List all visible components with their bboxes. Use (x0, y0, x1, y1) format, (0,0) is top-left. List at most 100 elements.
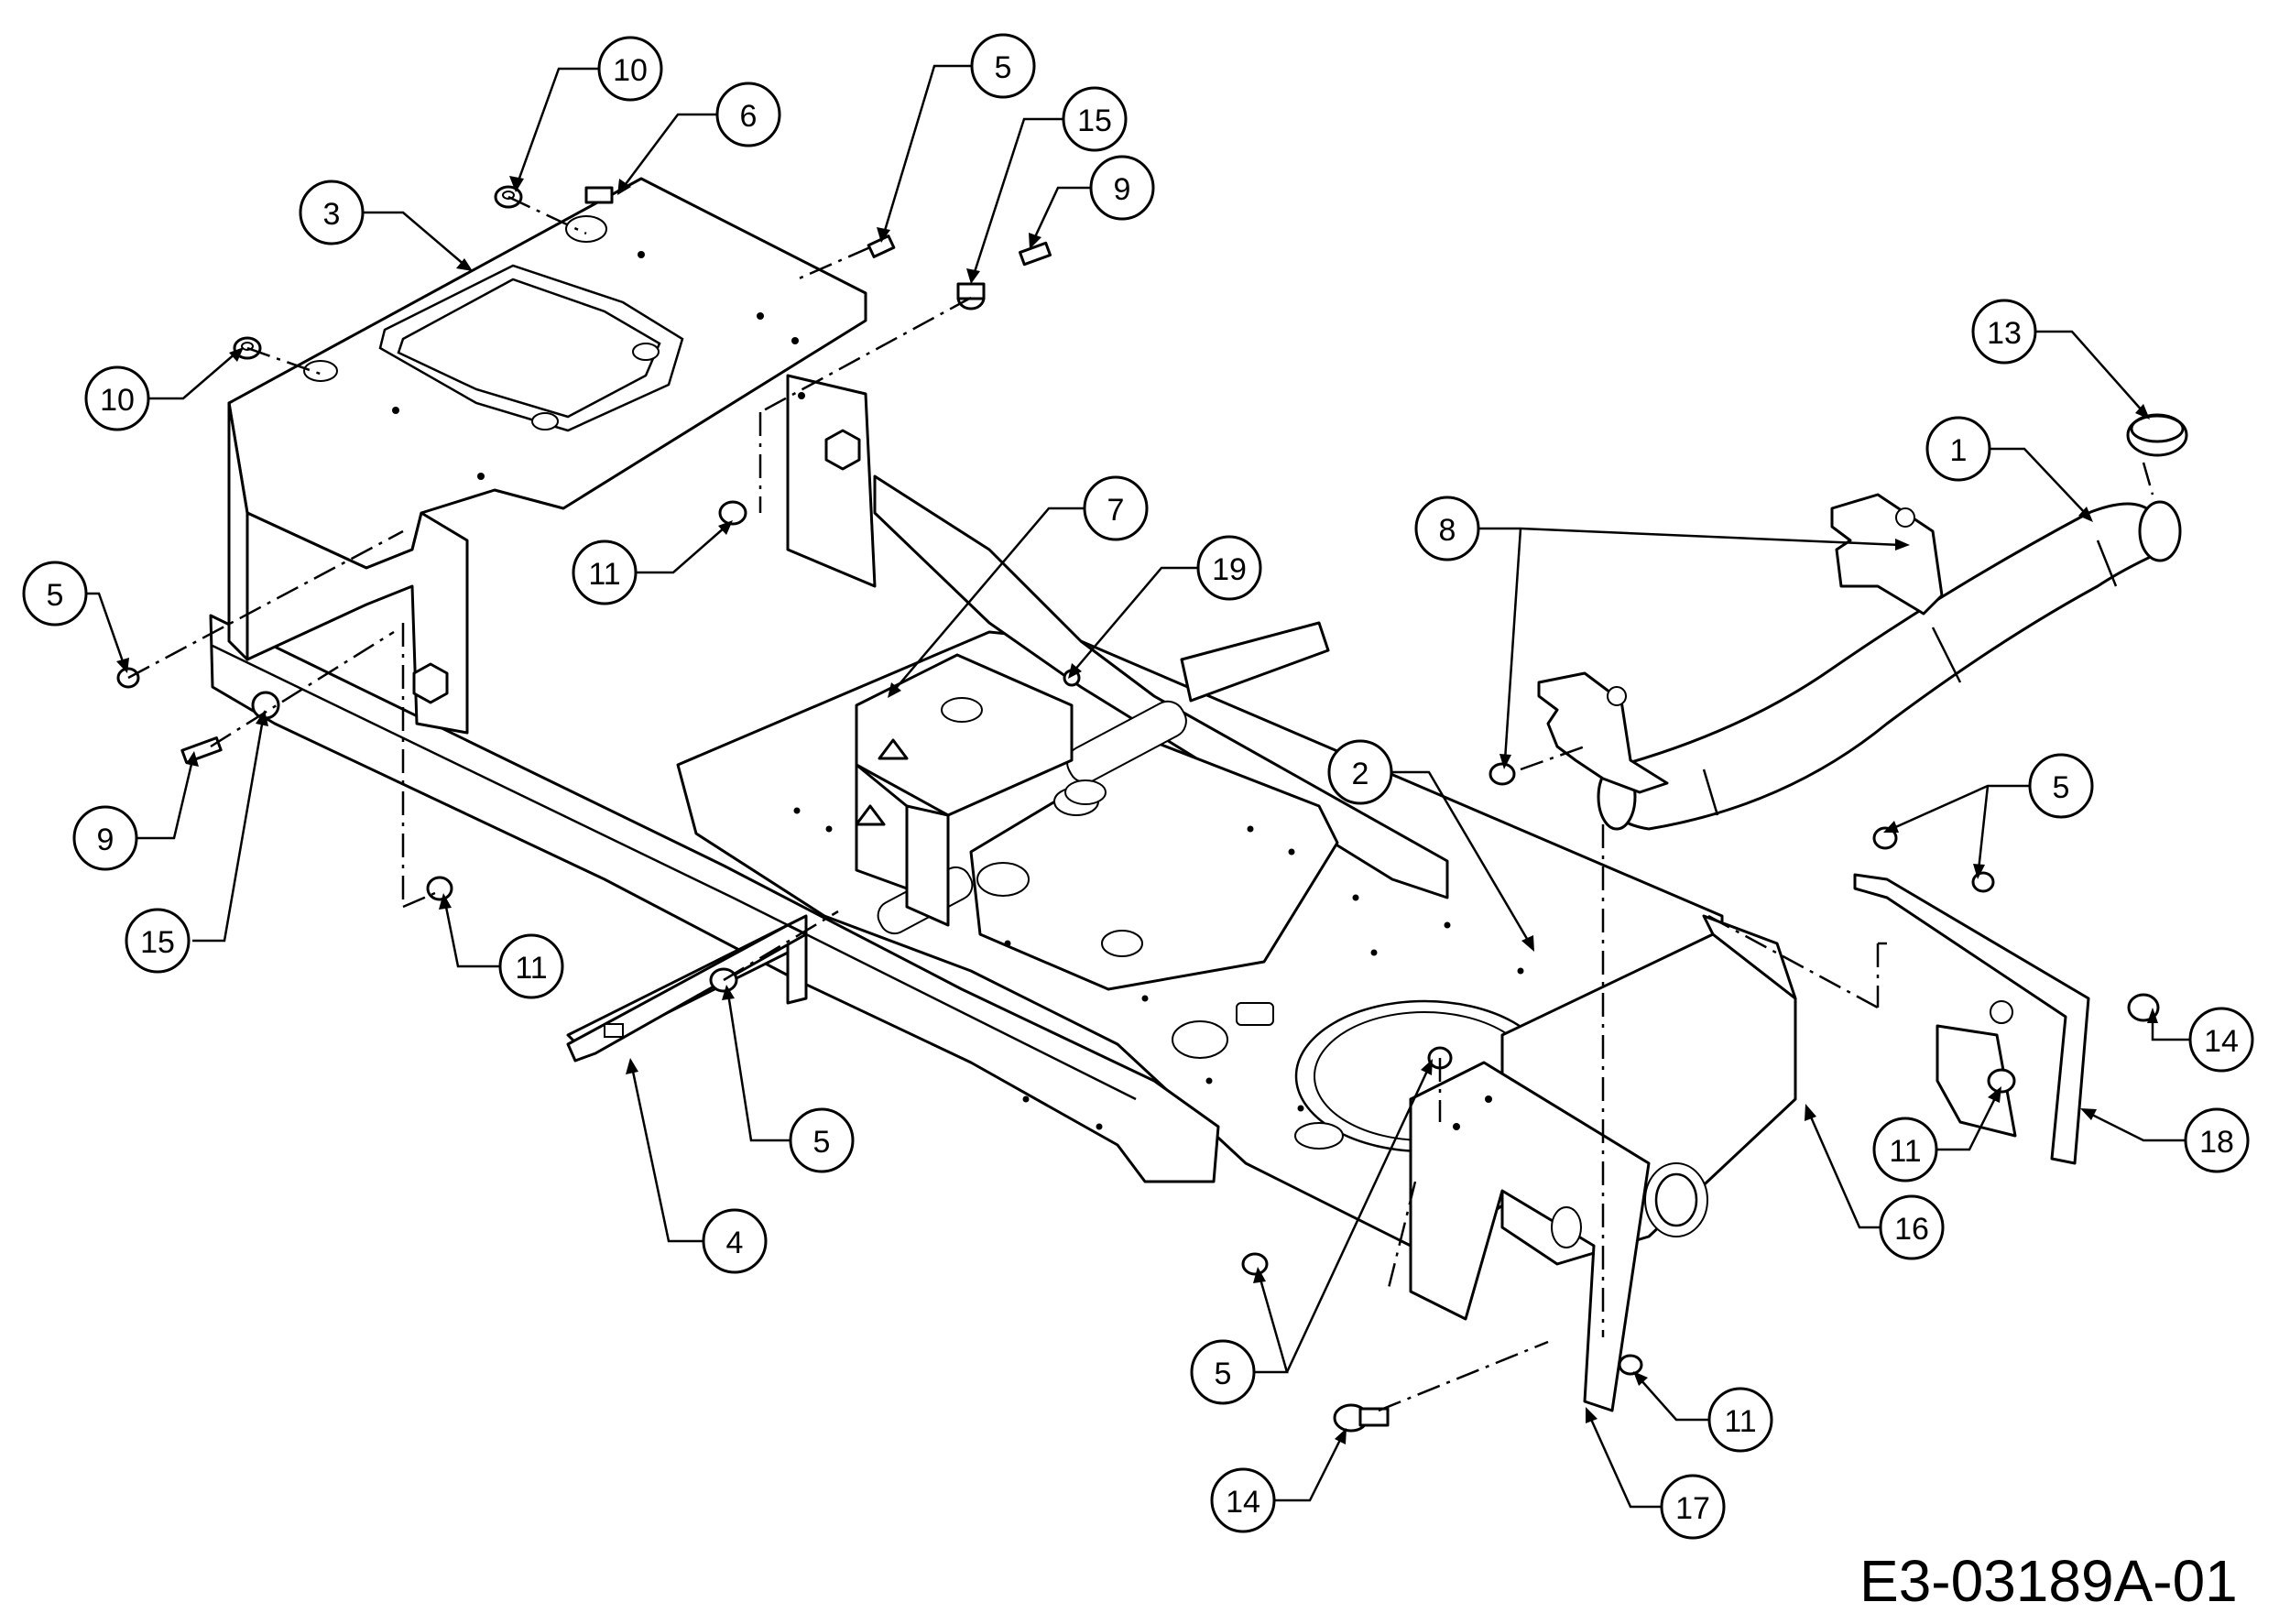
spacer-15a (956, 282, 986, 311)
callout-label: 4 (726, 1226, 744, 1260)
callout-15: 15 (1062, 86, 1128, 152)
callout-label: 5 (995, 50, 1012, 85)
callout-10: 10 (84, 365, 150, 431)
front-bracket (1409, 1061, 1651, 1412)
callout-circle (1089, 155, 1155, 221)
callout-circle (715, 82, 781, 147)
callout-5: 5 (22, 561, 88, 627)
callout-label: 11 (1889, 1134, 1921, 1169)
callout-circle (1414, 496, 1480, 561)
callout-circle (1210, 1467, 1276, 1533)
callout-label: 8 (1439, 513, 1456, 548)
callout-circle (1925, 416, 1991, 482)
callout-circle (702, 1208, 768, 1274)
callout-6: 6 (715, 82, 781, 147)
callout-label: 10 (613, 53, 648, 88)
nut-11d (1987, 1068, 2016, 1094)
callout-circle (1083, 475, 1149, 541)
callout-5: 5 (2028, 753, 2094, 819)
callout-circle (1707, 1387, 1773, 1453)
callout-label: 17 (1675, 1491, 1710, 1526)
nut-8 (1488, 762, 1516, 786)
callout-label: 1 (1950, 433, 1968, 468)
callout-label: 5 (1215, 1357, 1232, 1391)
callout-label: 9 (1114, 172, 1131, 207)
callout-circle (1660, 1474, 1726, 1540)
callout-17: 17 (1660, 1474, 1726, 1540)
callout-label: 10 (100, 383, 135, 418)
bolt-5f (1241, 1252, 1269, 1276)
bumper-end-cap (2126, 413, 2188, 457)
callout-14: 14 (1210, 1467, 1276, 1533)
nut-11c (1618, 1354, 1643, 1376)
callout-circle (22, 561, 88, 627)
nut-11a (718, 500, 747, 526)
callout-label: 11 (588, 557, 620, 592)
callout-label: 6 (740, 99, 758, 134)
callout-label: 2 (1352, 757, 1369, 791)
battery-bracket (855, 653, 1107, 927)
callout-9: 9 (1089, 155, 1155, 221)
callout-8: 8 (1414, 496, 1480, 561)
callout-16: 16 (1879, 1194, 1945, 1260)
callout-15: 15 (125, 908, 191, 974)
hitch-bar (566, 923, 808, 1063)
callout-label: 15 (1077, 104, 1112, 138)
callout-circle (597, 36, 663, 102)
callout-label: 5 (47, 578, 64, 613)
callout-11: 11 (498, 933, 564, 999)
callout-label: 5 (2053, 770, 2070, 805)
callout-19: 19 (1196, 535, 1262, 601)
callout-circle (299, 180, 365, 245)
callout-11: 11 (1707, 1387, 1773, 1453)
callout-label: 5 (813, 1125, 831, 1160)
callout-11: 11 (1872, 1117, 1938, 1183)
callout-11: 11 (572, 540, 638, 605)
bracket-18 (1853, 873, 2090, 1165)
callout-4: 4 (702, 1208, 768, 1274)
callout-label: 7 (1107, 493, 1125, 528)
callout-circle (1879, 1194, 1945, 1260)
dash-panel (227, 177, 877, 735)
callout-label: 14 (1226, 1485, 1260, 1520)
callout-label: 19 (1212, 552, 1247, 587)
hardware (116, 185, 2160, 1433)
callout-3: 3 (299, 180, 365, 245)
callout-circle (2188, 1007, 2254, 1073)
bolt-5e (1971, 871, 1995, 893)
callout-circle (1971, 299, 2037, 365)
callout-label: 16 (1894, 1212, 1929, 1247)
nut-11b (426, 876, 453, 901)
callout-circle (2184, 1107, 2250, 1173)
callout-label: 9 (97, 823, 114, 857)
callout-label: 3 (323, 197, 341, 232)
callout-circle (572, 540, 638, 605)
bolt-5a (867, 234, 896, 258)
callout-circle (1062, 86, 1128, 152)
callout-label: 18 (2199, 1125, 2234, 1160)
bolt-9a (1019, 241, 1052, 267)
leader-lines (87, 64, 2189, 1509)
callout-circle (498, 933, 564, 999)
bolt-5d (1872, 826, 1898, 850)
callout-7: 7 (1083, 475, 1149, 541)
front-bumper (1537, 493, 2182, 831)
callout-circle (125, 908, 191, 974)
callout-label: 11 (515, 951, 547, 986)
callout-9: 9 (72, 805, 138, 871)
assembly-lines (127, 195, 2154, 1412)
callout-1: 1 (1925, 416, 1991, 482)
callout-circle (72, 805, 138, 871)
callout-label: 14 (2204, 1024, 2239, 1059)
nut-10a (494, 185, 523, 209)
callout-5: 5 (1190, 1339, 1256, 1405)
callout-label: 13 (1987, 316, 2022, 351)
callout-circle (1327, 739, 1393, 805)
callout-circle (1872, 1117, 1938, 1183)
callout-5: 5 (970, 33, 1036, 99)
callout-18: 18 (2184, 1107, 2250, 1173)
clip-6 (584, 186, 614, 204)
